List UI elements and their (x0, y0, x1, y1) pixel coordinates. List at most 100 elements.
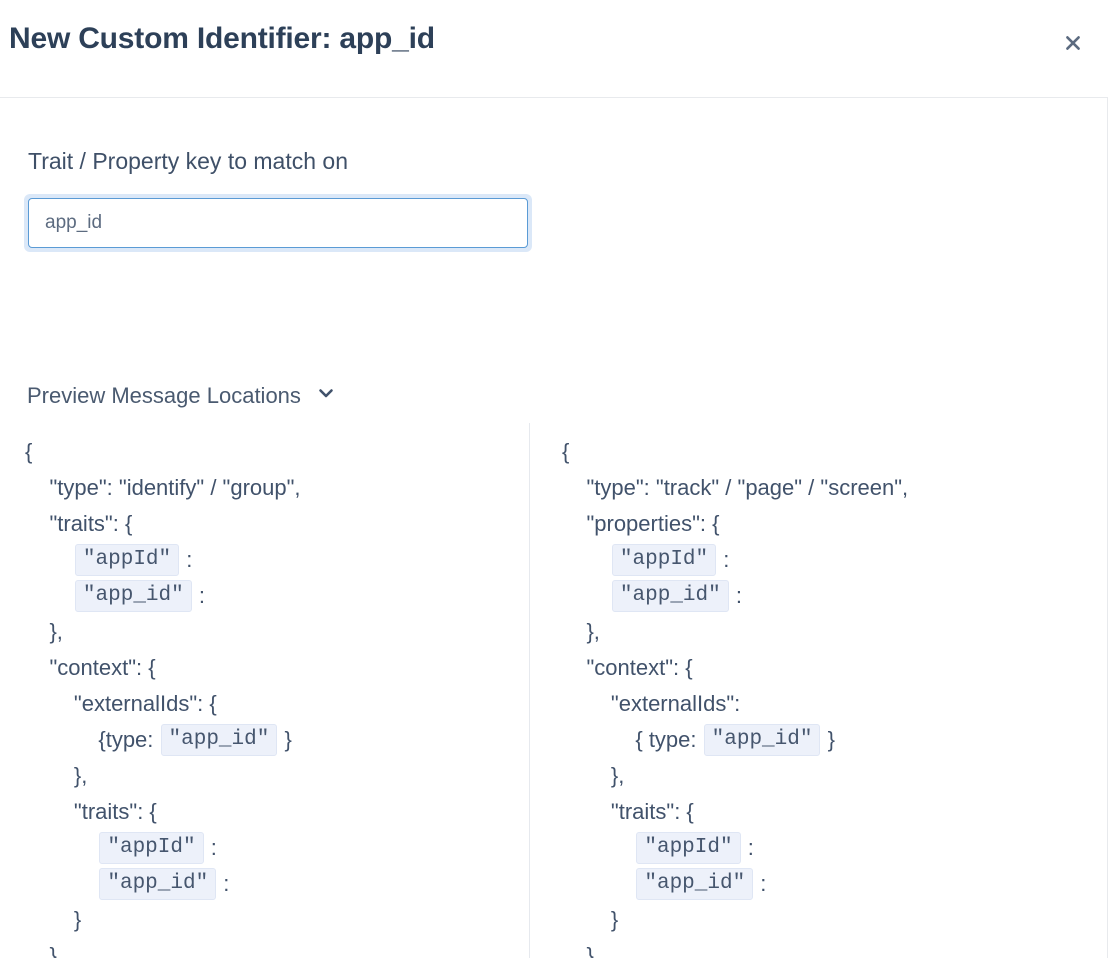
code-text: "context": { (49, 655, 156, 680)
code-text: "context": { (586, 655, 693, 680)
code-indent (25, 650, 49, 686)
code-line: "appId" : (562, 830, 1107, 866)
code-line: "app_id" : (562, 866, 1107, 902)
code-text: "externalIds": (610, 691, 741, 716)
code-line: "type": "identify" / "group", (25, 470, 529, 506)
code-line: }, (562, 758, 1107, 794)
chevron-down-icon (315, 382, 337, 409)
code-line: "app_id" : (562, 578, 1107, 614)
code-indent (25, 470, 49, 506)
code-line: "traits": { (562, 794, 1107, 830)
key-token-chip: "appId" (611, 543, 717, 577)
preview-message-locations-toggle[interactable]: Preview Message Locations (27, 382, 337, 409)
code-indent (562, 902, 611, 938)
key-token-chip: "appId" (99, 831, 204, 865)
preview-message-locations-panel: { "type": "identify" / "group", "traits"… (0, 423, 1107, 958)
code-indent (25, 506, 49, 542)
code-text: : (217, 871, 230, 896)
code-indent (25, 902, 74, 938)
code-line: "context": { (25, 650, 529, 686)
code-line: }, (25, 614, 529, 650)
code-indent (562, 794, 611, 830)
code-line: {type: "app_id" } (25, 722, 529, 758)
code-text: }, (73, 763, 88, 788)
code-text: : (754, 871, 767, 896)
code-line: } (25, 938, 529, 958)
code-text: }, (586, 619, 600, 644)
code-line: "properties": { (562, 506, 1107, 542)
preview-column-identify: { "type": "identify" / "group", "traits"… (0, 423, 529, 958)
code-indent (562, 686, 611, 722)
dialog-header: New Custom Identifier: app_id (0, 0, 1108, 98)
page-title: New Custom Identifier: app_id (9, 22, 435, 55)
code-line: } (25, 902, 529, 938)
code-indent (25, 614, 49, 650)
code-indent (562, 938, 586, 958)
code-text: "traits": { (49, 511, 133, 536)
preview-message-locations-label: Preview Message Locations (27, 382, 301, 408)
preview-code-identify: { "type": "identify" / "group", "traits"… (0, 423, 529, 958)
code-indent (562, 614, 586, 650)
code-indent (562, 830, 635, 866)
preview-column-track: { "type": "track" / "page" / "screen", "… (529, 423, 1107, 958)
code-line: "traits": { (25, 506, 529, 542)
code-text: "type": "track" / "page" / "screen", (586, 475, 909, 500)
code-text: {type: (98, 727, 160, 752)
code-line: "type": "track" / "page" / "screen", (562, 470, 1107, 506)
code-line: }, (25, 758, 529, 794)
code-line: { (562, 434, 1107, 470)
key-token-chip: "app_id" (74, 579, 192, 613)
code-text: } (49, 943, 57, 958)
code-text: } (278, 727, 292, 752)
code-line: "app_id" : (25, 866, 529, 902)
code-line: { type: "app_id" } (562, 722, 1107, 758)
preview-code-track: { "type": "track" / "page" / "screen", "… (530, 423, 1107, 958)
code-text: }, (610, 763, 625, 788)
code-text: "externalIds": { (73, 691, 217, 716)
code-line: } (562, 902, 1107, 938)
code-text: } (610, 907, 619, 932)
code-text: "traits": { (73, 799, 157, 824)
code-text: : (180, 547, 193, 572)
code-line: "externalIds": (562, 686, 1107, 722)
close-icon (1063, 33, 1083, 53)
code-text: } (73, 907, 82, 932)
code-indent (25, 830, 98, 866)
code-text: { type: (635, 727, 703, 752)
code-text: { (25, 439, 33, 464)
code-indent (562, 722, 635, 758)
code-line: "appId" : (25, 830, 529, 866)
code-text: : (741, 835, 754, 860)
trait-property-key-input[interactable] (28, 198, 528, 248)
code-line: }, (562, 614, 1107, 650)
code-text: "traits": { (610, 799, 694, 824)
code-indent (25, 794, 74, 830)
code-line: "appId" : (25, 542, 529, 578)
code-line: "app_id" : (25, 578, 529, 614)
key-token-chip: "app_id" (99, 867, 217, 901)
code-line: "appId" : (562, 542, 1107, 578)
code-indent (25, 938, 49, 958)
close-button[interactable] (1056, 26, 1090, 60)
key-token-chip: "appId" (636, 831, 741, 865)
code-indent (25, 758, 74, 794)
code-line: "externalIds": { (25, 686, 529, 722)
code-indent (562, 650, 586, 686)
code-text: : (204, 835, 217, 860)
key-token-chip: "app_id" (160, 723, 278, 757)
code-indent (25, 578, 74, 614)
key-token-chip: "appId" (74, 543, 180, 577)
code-indent (25, 542, 74, 578)
trait-property-key-label: Trait / Property key to match on (28, 148, 348, 174)
code-indent (25, 866, 98, 902)
dialog-body: Trait / Property key to match on Preview… (0, 98, 1108, 958)
code-text: } (586, 943, 594, 958)
key-token-chip: "app_id" (636, 867, 754, 901)
code-text: "properties": { (586, 511, 720, 536)
trait-property-key-field-wrap (24, 194, 532, 252)
code-indent (25, 722, 98, 758)
code-indent (562, 866, 635, 902)
key-token-chip: "app_id" (611, 579, 729, 613)
code-text: "type": "identify" / "group", (49, 475, 301, 500)
code-text: : (192, 583, 205, 608)
